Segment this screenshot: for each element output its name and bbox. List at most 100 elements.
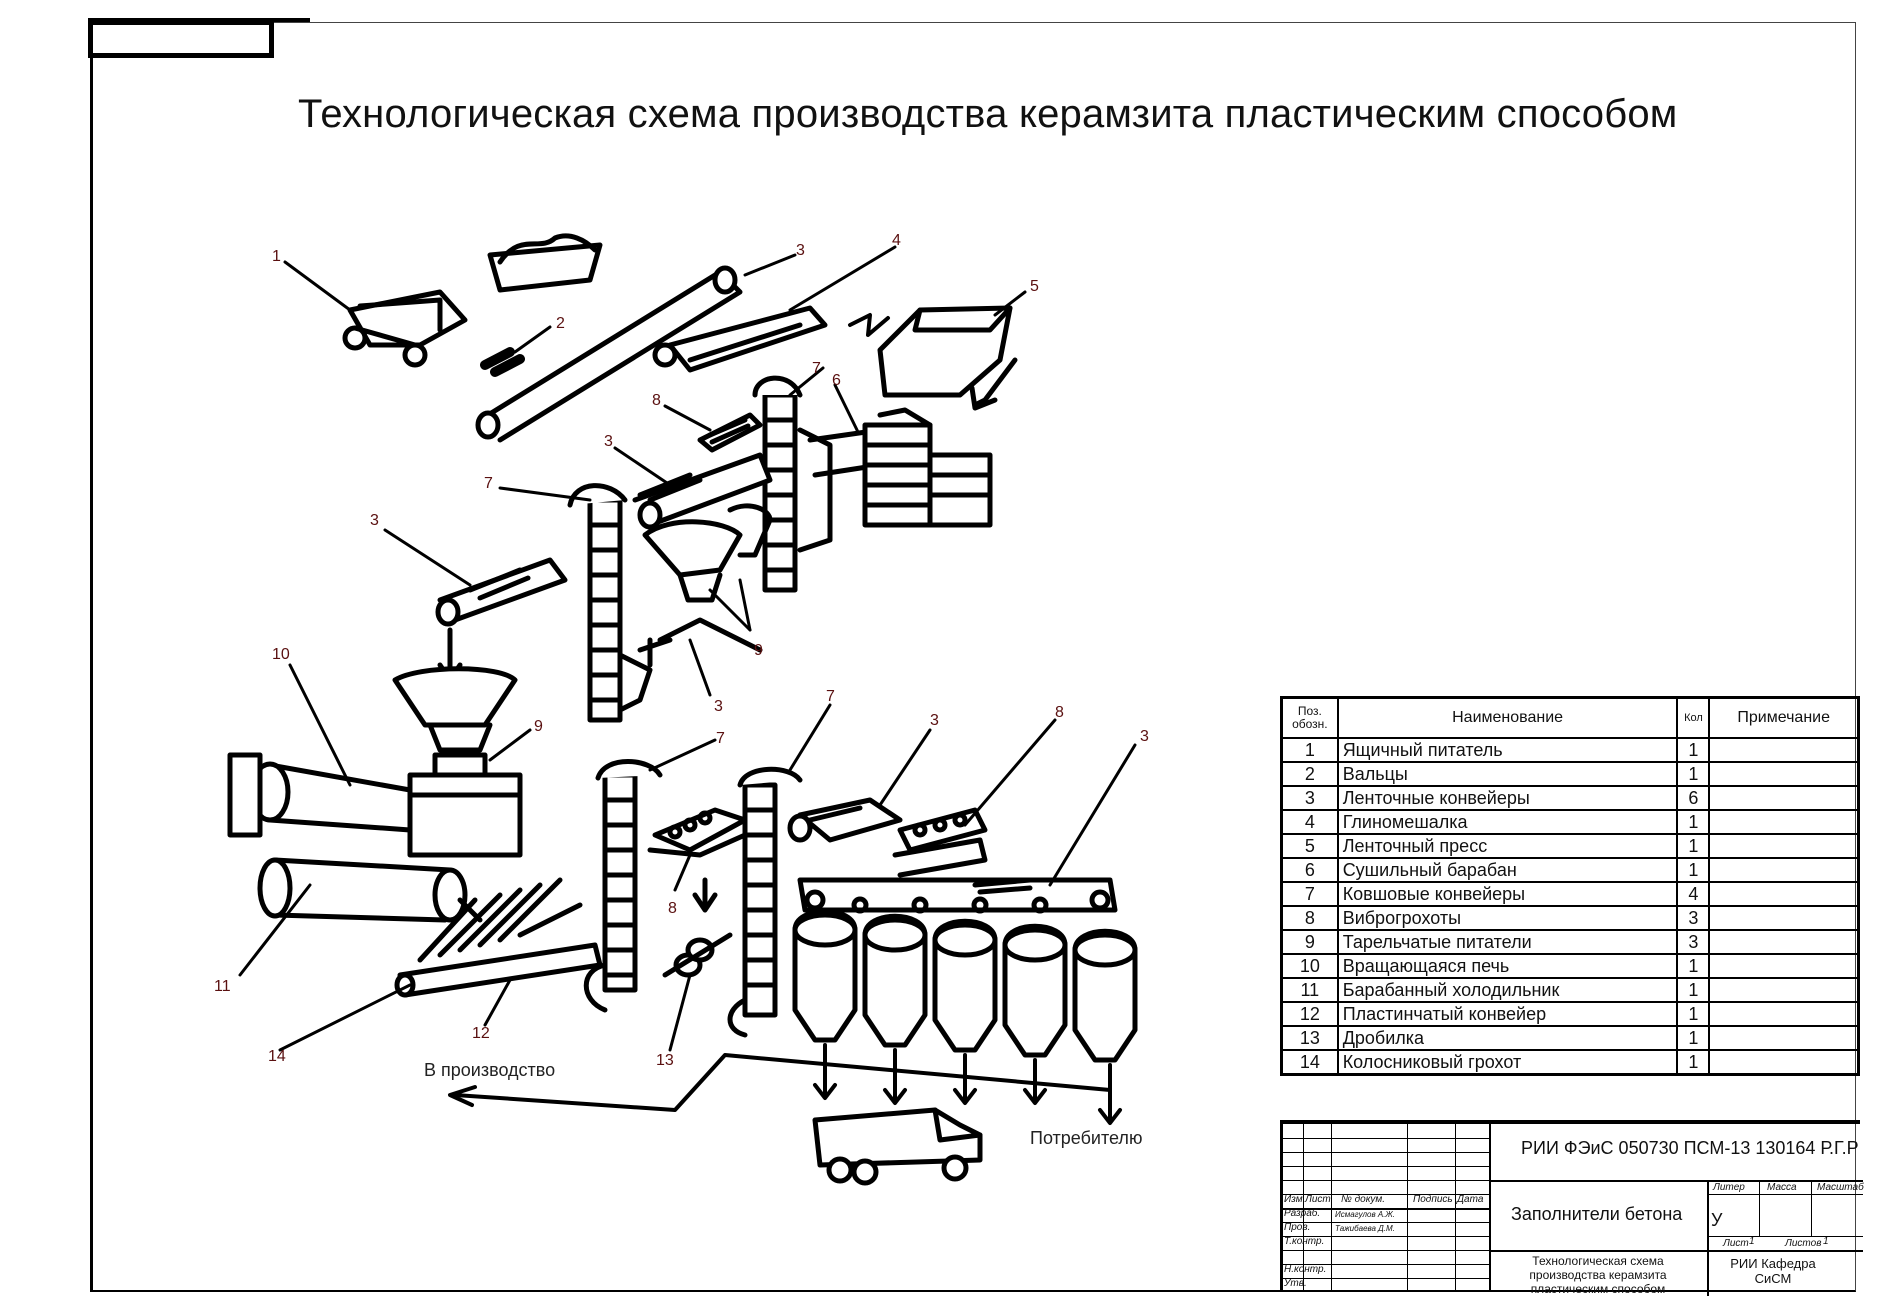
clay-pile-icon: [487, 233, 603, 293]
row-tkontr: Т.контр.: [1284, 1236, 1325, 1247]
leader-lines: [238, 245, 1137, 1052]
bucket-elevator-icon: [727, 766, 803, 1038]
label-2: 2: [556, 315, 565, 332]
bucket-elevator-icon: [752, 375, 833, 593]
label-3: 3: [714, 698, 723, 715]
organization: РИИ Кафедра СиСМ: [1730, 1256, 1816, 1286]
subject-title: Заполнители бетона: [1511, 1204, 1683, 1224]
page-title: Технологическая схема производства керам…: [298, 92, 1678, 136]
crusher-icon: [662, 932, 733, 978]
sheet-description: Технологическая схема производства керам…: [1529, 1254, 1667, 1296]
spec-header-row: Поз. обозн. Наименование Кол Примечание: [1280, 696, 1860, 739]
header-qty: Кол: [1676, 696, 1711, 739]
vibro-screen-icon: [647, 807, 748, 858]
bucket-elevator-icon: [583, 759, 663, 1013]
vibro-screen-icon: [697, 412, 763, 453]
label-8: 8: [1055, 704, 1064, 721]
belt-press-icon: [877, 305, 1018, 411]
plate-feeder-icon: [642, 503, 773, 603]
label-10: 10: [272, 646, 290, 663]
label-4: 4: [892, 232, 901, 249]
label-7: 7: [716, 730, 725, 747]
label-5: 5: [1030, 278, 1039, 295]
conveyor-icon: [797, 877, 1118, 914]
row-prov: Пров.: [1284, 1222, 1311, 1233]
col-doc: № докум.: [1341, 1194, 1386, 1205]
col-list: Лист: [1305, 1194, 1331, 1205]
to-production-label: В производство: [424, 1060, 556, 1080]
conveyor-icon: [787, 797, 903, 843]
label-14: 14: [268, 1048, 286, 1065]
conveyor-icon: [632, 452, 773, 530]
title-block: РИИ ФЭиС 050730 ПСМ-13 130164 Р.Г.Р Изм …: [1280, 1120, 1864, 1296]
developer-name: Исмагулов А.Ж.: [1335, 1210, 1395, 1219]
label-3: 3: [1140, 728, 1149, 745]
label-12: 12: [472, 1025, 490, 1042]
silo-icon: [792, 908, 858, 1043]
label-8: 8: [652, 392, 661, 409]
silo-icon: [1002, 923, 1068, 1058]
document-code: РИИ ФЭиС 050730 ПСМ-13 130164 Р.Г.Р: [1521, 1138, 1859, 1158]
label-3: 3: [930, 712, 939, 729]
row-utv: Утв.: [1284, 1278, 1307, 1289]
sheet-value: 1: [1749, 1236, 1755, 1247]
sheets-label: Листов: [1785, 1238, 1822, 1249]
liter-header: Литер: [1713, 1182, 1745, 1193]
sheet-label: Лист: [1723, 1238, 1749, 1249]
label-7: 7: [812, 360, 821, 377]
row-nkontr: Н.контр.: [1284, 1264, 1327, 1275]
label-9: 9: [754, 642, 763, 659]
rotary-kiln-icon: [227, 666, 523, 858]
header-name: Наименование: [1336, 696, 1679, 739]
col-izm: Изм: [1284, 1194, 1303, 1205]
header-note: Примечание: [1708, 696, 1860, 739]
col-date: Дата: [1457, 1194, 1484, 1205]
box-feeder-icon: [342, 289, 468, 368]
label-9: 9: [534, 718, 543, 735]
label-3: 3: [604, 433, 613, 450]
conveyor-icon: [435, 557, 568, 627]
truck-icon: [812, 1107, 983, 1186]
mass-header: Масса: [1767, 1182, 1797, 1193]
to-production-arrow: [448, 1053, 1112, 1112]
dryer-drum-icon: [807, 407, 993, 528]
silo-icon: [1072, 928, 1138, 1063]
scale-header: Масштаб: [1817, 1182, 1864, 1193]
clay-mixer-icon: [652, 305, 828, 373]
label-7: 7: [484, 475, 493, 492]
to-consumer-label: Потребителю: [1030, 1128, 1143, 1148]
sheets-value: 1: [1823, 1236, 1829, 1247]
silo-icon: [862, 913, 928, 1048]
drawing-frame: [90, 22, 1856, 1292]
label-7: 7: [826, 688, 835, 705]
silo-icon: [932, 918, 998, 1053]
label-11: 11: [214, 978, 231, 995]
rollers-icon: [480, 347, 525, 377]
corner-stamp-box: [88, 20, 274, 58]
label-8: 8: [668, 900, 677, 917]
plate-conveyor-icon: [394, 877, 603, 998]
conveyor-icon: [475, 265, 743, 443]
label-13: 13: [656, 1052, 674, 1069]
discharge-arrows: [813, 1043, 1122, 1125]
row-razrab: Разраб.: [1284, 1208, 1321, 1219]
checker-name: Тажибаева Д.М.: [1335, 1224, 1395, 1233]
liter-value: У: [1711, 1210, 1723, 1230]
label-6: 6: [832, 372, 841, 389]
col-sign: Подпись: [1413, 1194, 1453, 1205]
